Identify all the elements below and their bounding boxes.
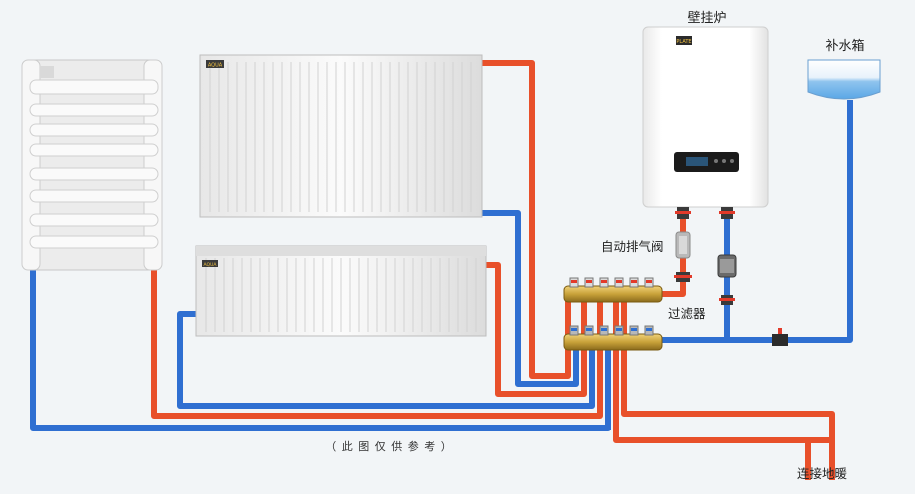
filter-device <box>717 254 737 305</box>
manifold-port-cap <box>586 280 592 283</box>
tank-valve <box>772 328 788 346</box>
upper-radiator-badge: AQUA <box>208 63 223 69</box>
manifold-port-cap <box>571 328 577 331</box>
upper-panel-radiator: AQUA <box>199 54 483 218</box>
water-tank <box>807 59 881 100</box>
boiler-valves <box>675 207 735 219</box>
supply-pipe-upper-radiator <box>482 60 571 379</box>
manifold <box>563 277 663 351</box>
supply-pipe-floor-3 <box>616 437 811 480</box>
manifold-port-cap <box>601 328 607 331</box>
manifold-port-cap <box>616 280 622 283</box>
manifold-port-cap <box>646 328 652 331</box>
manifold-port-cap <box>631 280 637 283</box>
reference-note: （ 此 图 仅 供 参 考 ） <box>325 439 452 453</box>
manifold-port-cap <box>646 280 652 283</box>
lower-radiator-badge: AQUA <box>204 262 218 268</box>
boiler-badge: PLATE <box>676 39 691 45</box>
floor-heating-label: 连接地暖 <box>797 466 848 481</box>
boiler: PLATE <box>642 26 769 208</box>
air-vent-label: 自动排气阀 <box>601 239 664 254</box>
supply-pipe-towel-rack <box>151 268 603 419</box>
manifold-port-cap <box>586 328 592 331</box>
manifold-port-cap <box>616 328 622 331</box>
supply-pipe-lower-radiator <box>486 262 587 397</box>
manifold-port-cap <box>601 280 607 283</box>
boiler-label: 壁挂炉 <box>687 11 726 26</box>
manifold-port-cap <box>571 280 577 283</box>
lower-panel-radiator: AQUA <box>195 245 487 337</box>
return-pipe-upper-radiator <box>482 210 579 387</box>
return-pipe-lower-radiator <box>177 311 595 409</box>
tank-label: 补水箱 <box>825 38 864 54</box>
return-pipe-tank <box>660 100 853 343</box>
filter-label: 过滤器 <box>668 306 706 321</box>
return-pipe-towel-rack <box>30 268 611 431</box>
supply-pipe-floor-2 <box>621 300 835 480</box>
manifold-port-cap <box>631 328 637 331</box>
towel-rack-radiator <box>21 59 163 271</box>
supply-pipes <box>151 60 835 480</box>
auto-air-vent <box>674 231 692 282</box>
